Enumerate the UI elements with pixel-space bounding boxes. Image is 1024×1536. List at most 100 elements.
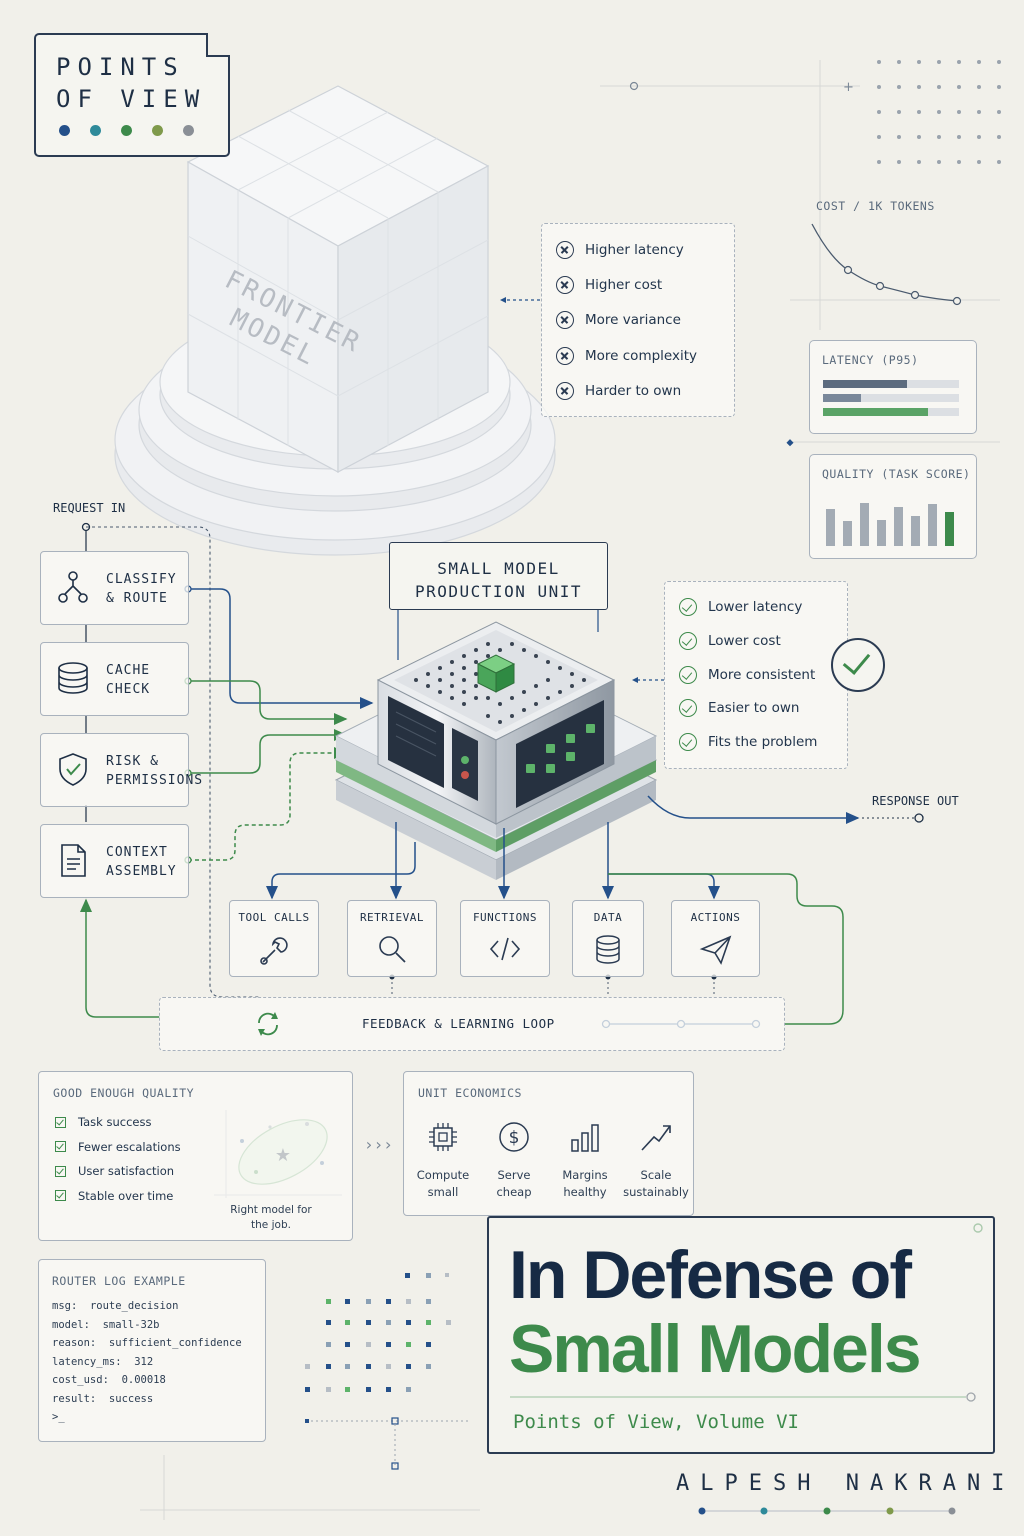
pro-item-label: More consistent bbox=[708, 666, 816, 683]
pipeline-step-line2: CHECK bbox=[106, 682, 151, 697]
con-item: Higher latency bbox=[556, 241, 684, 259]
checkbox-icon bbox=[55, 1116, 66, 1128]
pro-item: Easier to own bbox=[679, 699, 799, 718]
pipeline-step-line1: CONTEXT bbox=[106, 845, 168, 860]
quality-item-label: User satisfaction bbox=[78, 1164, 175, 1178]
con-item-label: More complexity bbox=[585, 347, 698, 364]
feedback-loop-box: FEEDBACK & LEARNING LOOP bbox=[159, 997, 785, 1051]
cost-curve bbox=[811, 223, 962, 306]
pro-item: Fits the problem bbox=[679, 733, 817, 752]
pipeline-step-line2: PERMISSIONS bbox=[106, 773, 204, 788]
log-key: latency_ms: bbox=[52, 1355, 122, 1368]
tool-box: DATA bbox=[572, 900, 644, 977]
economics-item-line2: sustainably bbox=[623, 1185, 689, 1199]
economics-item-line2: cheap bbox=[496, 1185, 532, 1199]
series-label-line1: POINTS bbox=[56, 53, 185, 81]
refresh-icon bbox=[258, 1012, 278, 1036]
log-key: cost_usd: bbox=[52, 1374, 109, 1386]
pipeline-step-label: RISK &PERMISSIONS bbox=[106, 752, 203, 790]
quality-bar bbox=[894, 506, 903, 546]
router-log-title: ROUTER LOG EXAMPLE bbox=[52, 1274, 186, 1288]
quality-bar bbox=[928, 503, 937, 546]
pipeline-step-line2: & ROUTE bbox=[106, 591, 168, 606]
quality-item-label: Task success bbox=[78, 1115, 152, 1129]
pro-item: Lower cost bbox=[679, 631, 781, 650]
tool-box: ACTIONS bbox=[671, 900, 760, 977]
latency-panel: LATENCY (P95) bbox=[809, 340, 977, 434]
bar-chart-icon bbox=[571, 1124, 599, 1152]
author-name: ALPESH NAKRANI bbox=[676, 1471, 1016, 1496]
log-line: result: success bbox=[52, 1393, 242, 1412]
economics-item-line1: Margins bbox=[562, 1168, 608, 1182]
dot-matrix-top bbox=[877, 60, 1001, 164]
branch-icon bbox=[58, 571, 88, 603]
quality-bar bbox=[911, 516, 920, 546]
send-icon bbox=[699, 935, 731, 965]
economics-item-line1: Compute bbox=[416, 1168, 470, 1182]
log-line: msg: route_decision bbox=[52, 1300, 242, 1319]
pipeline-step-line2: ASSEMBLY bbox=[106, 864, 177, 879]
log-value: success bbox=[108, 1392, 154, 1405]
feedback-label: FEEDBACK & LEARNING LOOP bbox=[362, 1016, 555, 1031]
quality-bar bbox=[826, 508, 835, 546]
log-line: latency_ms: 312 bbox=[52, 1356, 242, 1375]
latency-bar bbox=[823, 408, 928, 416]
economics-item-line1: Scale bbox=[640, 1168, 672, 1182]
economics-item: Scale sustainably bbox=[621, 1120, 691, 1201]
dollar-icon: $ bbox=[499, 1122, 529, 1152]
economics-item-line2: small bbox=[427, 1185, 459, 1199]
small-model-device bbox=[334, 621, 658, 880]
log-key: model: bbox=[52, 1318, 90, 1331]
latency-bar bbox=[823, 380, 908, 388]
tool-box: RETRIEVAL bbox=[347, 900, 437, 977]
series-dot bbox=[90, 125, 101, 136]
quality-caption-line1: Right model for bbox=[230, 1204, 312, 1216]
quality-item-label: Stable over time bbox=[78, 1188, 174, 1203]
latency-bar-track bbox=[823, 394, 959, 402]
latency-bar-track bbox=[823, 408, 959, 416]
log-line: reason: sufficient_confidence bbox=[52, 1337, 242, 1356]
svg-text:›››: ››› bbox=[364, 1135, 393, 1154]
frontier-cube bbox=[186, 85, 490, 473]
pipeline-step: CONTEXT ASSEMBLY bbox=[40, 824, 189, 898]
pro-item: Lower latency bbox=[679, 598, 802, 616]
checkbox-icon bbox=[55, 1141, 66, 1152]
log-value: 312 bbox=[134, 1355, 154, 1368]
log-key: msg: bbox=[52, 1300, 78, 1312]
quality-item: Stable over time bbox=[55, 1189, 173, 1203]
cost-chart-title: COST / 1K TOKENS bbox=[816, 199, 935, 213]
con-item: Harder to own bbox=[556, 381, 681, 400]
checkbox-icon bbox=[55, 1165, 66, 1177]
log-prompt: >_ bbox=[52, 1411, 65, 1423]
con-item-label: Higher latency bbox=[585, 242, 684, 258]
tool-label: TOOL CALLS bbox=[238, 911, 310, 924]
economics-title: UNIT ECONOMICS bbox=[418, 1086, 522, 1100]
checkbox-icon bbox=[55, 1190, 66, 1201]
quality-item: Fewer escalations bbox=[55, 1140, 181, 1154]
x-circle-icon bbox=[556, 346, 574, 365]
quality-caption-line2: the job. bbox=[251, 1219, 291, 1231]
svg-text:$: $ bbox=[509, 1128, 520, 1148]
log-key: reason: bbox=[52, 1337, 97, 1349]
log-line: cost_usd: 0.00018 bbox=[52, 1374, 242, 1393]
series-dot bbox=[121, 125, 132, 136]
chip-icon bbox=[429, 1123, 457, 1151]
series-label-line2: OF VIEW bbox=[56, 85, 207, 113]
log-value: small-32b bbox=[102, 1318, 160, 1331]
check-circle-icon bbox=[679, 699, 697, 718]
quality-item-label: Fewer escalations bbox=[78, 1139, 181, 1154]
check-circle-icon bbox=[679, 631, 697, 650]
trend-up-icon bbox=[641, 1125, 671, 1151]
pipeline-step: CLASSIFY& ROUTE bbox=[40, 551, 189, 625]
con-item-label: Higher cost bbox=[585, 277, 663, 294]
book-title-line2: Small Models bbox=[509, 1311, 922, 1387]
tool-label: RETRIEVAL bbox=[359, 911, 425, 924]
quality-metric-panel: QUALITY (TASK SCORE) bbox=[809, 454, 977, 559]
unit-label-line2: PRODUCTION UNIT bbox=[415, 582, 582, 601]
